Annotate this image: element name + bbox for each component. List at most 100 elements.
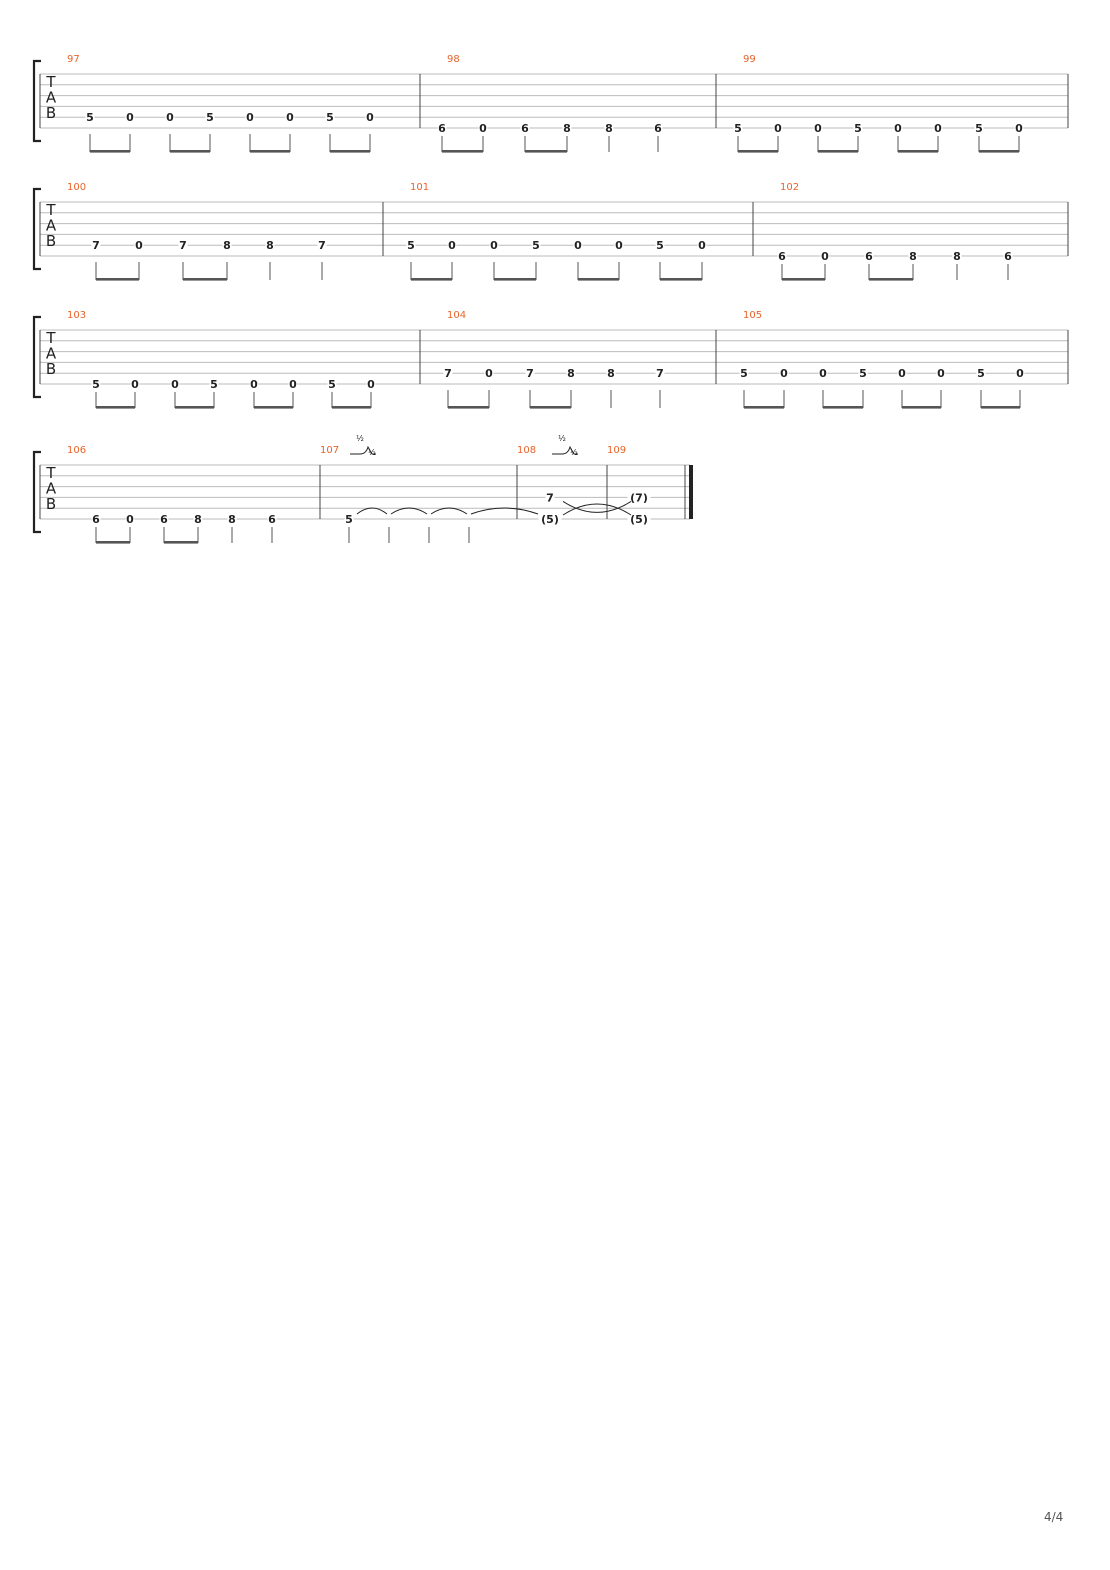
fret-bg [777,250,787,262]
fret-bg [604,122,614,134]
fret-bg [1014,122,1024,134]
tab-clef-letter: A [46,480,57,498]
fret-bg [267,513,277,525]
measure-number: 101 [410,182,429,193]
fret-number: 8 [953,250,961,263]
fret-bg [437,122,447,134]
measure-number: 105 [743,310,762,321]
note-beam [782,278,825,281]
system-bracket [32,187,41,271]
measure-number: 106 [67,445,86,456]
fret-number: 0 [250,378,258,391]
fret-number: 0 [780,367,788,380]
measure-number: 97 [67,54,80,65]
fret-bg [227,513,237,525]
fret-number: 0 [814,122,822,135]
fret-number: 8 [605,122,613,135]
page-number: 4/4 [1044,1510,1064,1524]
note-beam [525,150,567,153]
fret-number: 0 [479,122,487,135]
fret-bg [976,367,986,380]
note-beam [744,406,784,409]
note-beam [164,541,198,544]
fret-number: 5 [328,378,336,391]
fret-number: 0 [934,122,942,135]
fret-bg [545,491,555,504]
tab-clef-letter: A [46,89,57,107]
tab-clef-letter: B [46,232,56,250]
fret-number: 5 [407,239,415,252]
fret-bg [655,239,665,252]
fret-bg [525,367,535,380]
fret-bg [265,239,275,252]
fret-number: 0 [821,250,829,263]
fret-bg [159,513,169,525]
bend-amount: ½ [356,434,364,443]
note-beam [96,406,135,409]
fret-bg [443,367,453,380]
bend-amount: ½ [558,434,566,443]
fret-bg [222,239,232,252]
fret-bg [366,378,376,390]
note-beam [981,406,1020,409]
fret-number: 5 [975,122,983,135]
measure-number: 98 [447,54,460,65]
fret-bg [893,122,903,134]
note-beam [823,406,863,409]
fret-number: 6 [438,122,446,135]
tie-arc [562,500,632,513]
fret-number: 0 [1015,122,1023,135]
measure-number: 108 [517,445,536,456]
fret-number: 5 [977,367,985,380]
tab-clef-letter: B [46,104,56,122]
fret-number: 0 [819,367,827,380]
note-beam [250,150,290,153]
tie-arc [430,507,468,515]
fret-number: 0 [774,122,782,135]
fret-bg [697,239,707,252]
fret-number: (5) [541,513,559,526]
fret-number: 6 [160,513,168,526]
fret-number: 0 [126,111,134,124]
fret-bg [205,111,215,124]
measure-number: 109 [607,445,626,456]
tab-clef-letter: A [46,345,57,363]
fret-number: 5 [854,122,862,135]
fret-bg [193,513,203,525]
fret-bg [125,111,135,124]
fret-bg [365,111,375,124]
fret-bg [85,111,95,124]
fret-number: 5 [532,239,540,252]
fret-bg [406,239,416,252]
fret-number: 0 [171,378,179,391]
fret-bg [627,513,651,525]
fret-number: 0 [289,378,297,391]
fret-bg [288,378,298,390]
measure-number: 99 [743,54,756,65]
note-beam [530,406,571,409]
system-bracket [32,59,41,143]
fret-number: 7 [444,367,452,380]
tab-clef-letter: T [45,329,56,347]
fret-bg [209,378,219,390]
note-beam [738,150,778,153]
fret-number: 8 [909,250,917,263]
fret-number: 0 [135,239,143,252]
fret-number: 5 [210,378,218,391]
fret-bg [489,239,499,252]
fret-number: 8 [194,513,202,526]
fret-number: 0 [366,111,374,124]
fret-bg [134,239,144,252]
fret-number: 0 [286,111,294,124]
note-beam [898,150,938,153]
measure-number: 104 [447,310,466,321]
note-beam [902,406,941,409]
bend-release: ½ [570,448,578,457]
fret-bg [178,239,188,252]
fret-bg [653,122,663,134]
fret-bg [897,367,907,380]
fret-number: 8 [563,122,571,135]
fret-bg [773,122,783,134]
note-beam [448,406,489,409]
